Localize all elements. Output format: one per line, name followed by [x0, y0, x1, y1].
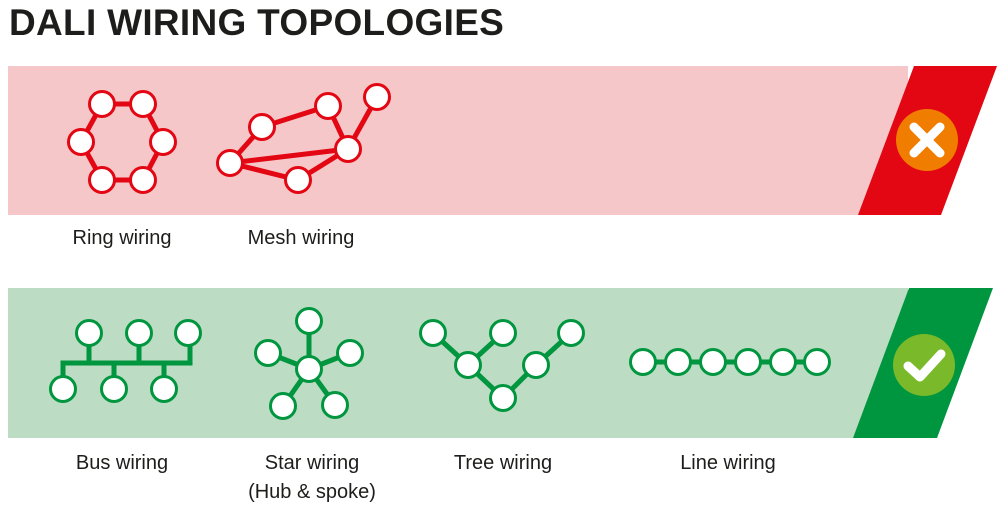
ring-node [67, 128, 95, 156]
line-node [803, 348, 831, 376]
ring-wiring-label: Ring wiring [72, 227, 172, 249]
tree-node [454, 351, 482, 379]
ring-node [88, 166, 116, 194]
star-node [295, 355, 323, 383]
tree-node [489, 384, 517, 412]
page-title: DALI WIRING TOPOLOGIES [9, 2, 505, 43]
cross-badge-icon [896, 109, 958, 171]
tree-node [489, 319, 517, 347]
bus-node [125, 319, 153, 347]
line-graph [629, 348, 831, 376]
star-graph [254, 307, 364, 420]
ring-node [129, 90, 157, 118]
mesh-node [314, 92, 342, 120]
tree-node [419, 319, 447, 347]
ring-graph [67, 90, 177, 194]
tree-wiring-label: Tree wiring [453, 452, 553, 474]
line-node [664, 348, 692, 376]
mesh-graph [216, 83, 391, 194]
bus-node [174, 319, 202, 347]
ring-node [129, 166, 157, 194]
mesh-node [363, 83, 391, 111]
ring-node [88, 90, 116, 118]
star-node [269, 392, 297, 420]
check-badge-icon [893, 334, 955, 396]
mesh-node [248, 113, 276, 141]
star-node [295, 307, 323, 335]
mesh-wiring-label: Mesh wiring [247, 227, 355, 249]
line-node [769, 348, 797, 376]
mesh-node [284, 166, 312, 194]
bus-node [150, 375, 178, 403]
star-node [336, 339, 364, 367]
mesh-node [334, 135, 362, 163]
line-wiring-label: Line wiring [680, 452, 776, 474]
tree-node [522, 351, 550, 379]
star-node [254, 339, 282, 367]
tree-graph [419, 319, 585, 412]
star-wiring-sublabel: (Hub & spoke) [248, 481, 376, 503]
bus-graph [49, 319, 202, 403]
bus-wiring-label: Bus wiring [75, 452, 169, 474]
tree-node [557, 319, 585, 347]
mesh-wire [229, 146, 349, 166]
line-node [699, 348, 727, 376]
bus-node [49, 375, 77, 403]
mesh-node [216, 149, 244, 177]
line-node [734, 348, 762, 376]
bus-node [75, 319, 103, 347]
star-wiring-label: Star wiring [264, 452, 360, 474]
bus-node [100, 375, 128, 403]
star-node [321, 391, 349, 419]
ring-node [149, 128, 177, 156]
line-node [629, 348, 657, 376]
